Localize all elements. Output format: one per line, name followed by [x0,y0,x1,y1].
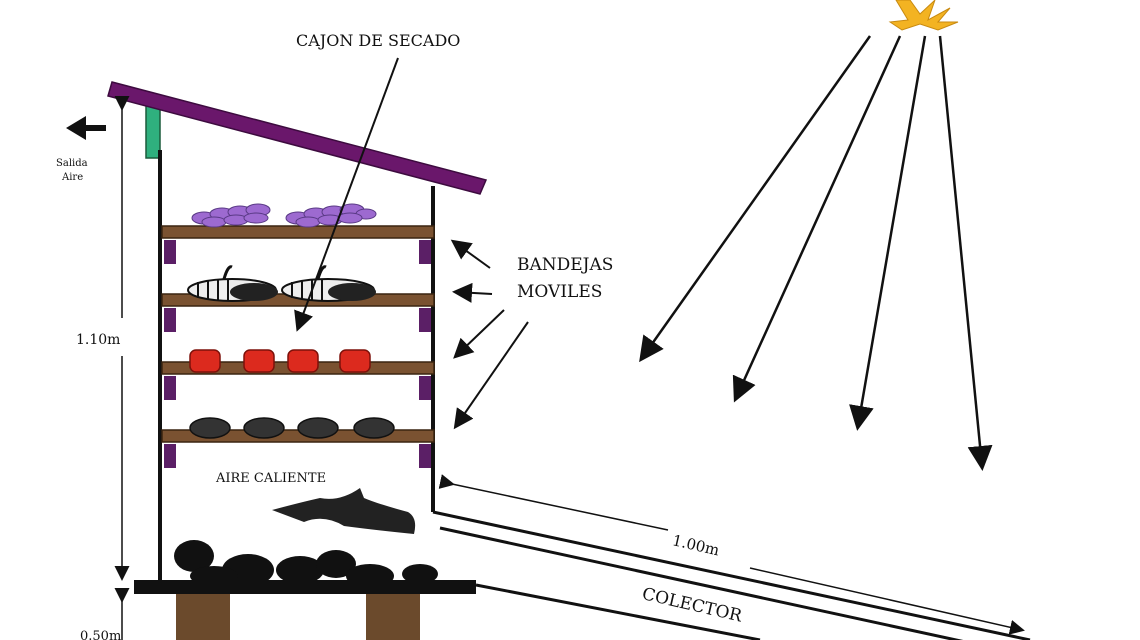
height-label: 1.10m [76,332,120,348]
sun-ray [938,35,993,471]
sun-ray [639,35,872,363]
trays-label-line2: MOVILES [517,282,602,302]
dark-produce [189,417,395,439]
drying-box-label: CAJON DE SECADO [296,31,460,50]
base-height-label: 0.50m [80,629,121,640]
base-leg [176,594,230,640]
striped-produce [187,265,376,302]
tray [161,225,435,239]
collector [432,510,1031,640]
base-leg [366,594,420,640]
sun-rays [639,35,993,471]
grapes [191,203,377,228]
sun-ray [732,35,902,403]
collector-length-dimension [438,474,1025,635]
air-outlet-label-line2: Aire [61,172,83,183]
air-outlet-arrow [66,116,106,140]
sun-icon [888,0,959,31]
collector-length-label: 1.00m [671,531,721,559]
drying-box-pointer [294,57,399,332]
hot-air-arrow [272,488,416,534]
sun-ray [849,35,927,431]
base-platform [134,580,476,594]
hot-air-label: AIRE CALIENTE [215,471,326,486]
trays-label-line1: BANDEJAS [517,255,613,275]
tray-pointer-arrows [450,239,529,430]
roof [107,81,488,195]
trays [161,225,435,443]
tomatoes [189,349,371,373]
shelf-brackets [164,240,431,468]
air-outlet-label-line1: Salida [56,158,88,169]
